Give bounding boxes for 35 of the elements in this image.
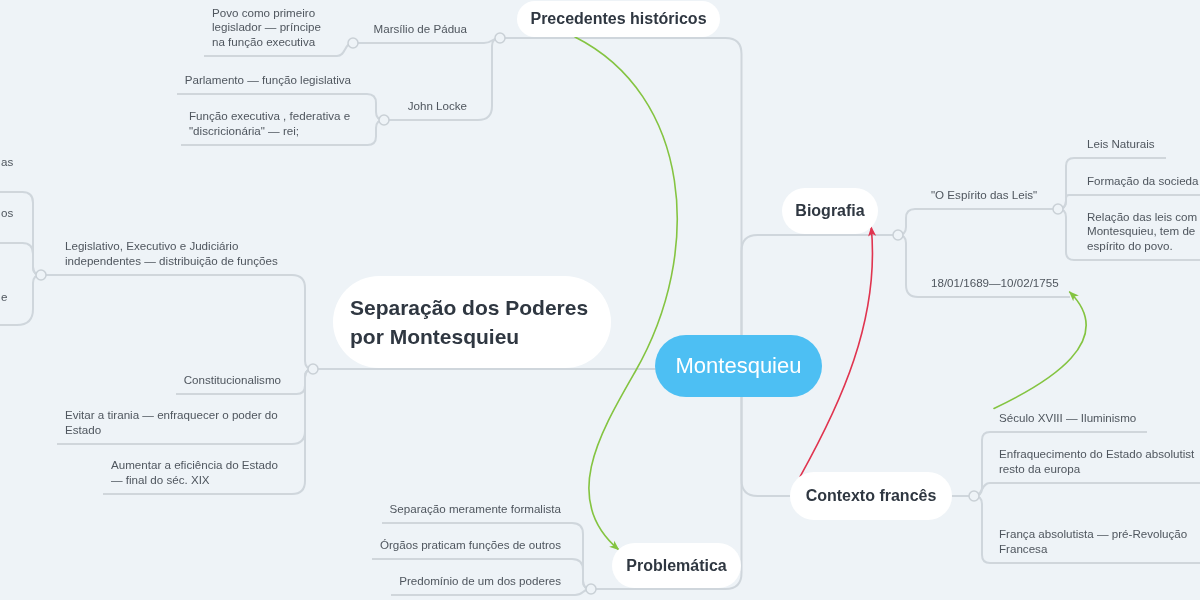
branch-line xyxy=(740,234,856,336)
subtopic-label: França absolutista — pré-Revolução Francesa xyxy=(990,525,1200,564)
subtopic-label: e xyxy=(0,287,17,326)
subtopic-label: Leis Naturais xyxy=(1074,134,1166,159)
main-topic: Separação dos Poderes por Montesquieu xyxy=(333,276,611,368)
subtopic-label: Aumentar a eficiência do Estado — final do séc. XIX xyxy=(103,456,292,495)
subtopic-label: Formação da socieda xyxy=(1074,171,1200,196)
subtopic-label: Legislativo, Executivo e Judiciário independentes — distribuição de funções xyxy=(57,237,292,276)
main-topic: Biografia xyxy=(782,188,878,234)
main-topic: Precedentes históricos xyxy=(517,1,720,37)
subtopic-label: Século XVIII — Iluminismo xyxy=(990,408,1148,433)
link-arrow xyxy=(574,36,678,551)
subtopic-label: Predomínio de um dos poderes xyxy=(391,571,572,596)
central-topic: Montesquieu xyxy=(655,335,822,397)
subtopic-label: Povo como primeiro legislador — príncipe na função executiva xyxy=(204,3,335,57)
link-arrow xyxy=(993,291,1087,410)
subtopic-label: Relação das leis com Montesquieu, tem de espírito do povo. xyxy=(1074,207,1200,261)
subtopic-label: Evitar a tirania — enfraquecer o poder do Estado xyxy=(57,406,292,445)
subtopic-label: John Locke xyxy=(399,96,478,121)
branch-line xyxy=(740,396,791,497)
subtopic-label: Parlamento — função legislativa xyxy=(176,70,362,95)
subtopic-label: Marsílio de Pádua xyxy=(365,19,478,44)
subtopic-label: as xyxy=(0,152,23,193)
link-arrow xyxy=(799,226,876,478)
subtopic-label: Separação meramente formalista xyxy=(381,499,572,524)
main-topic: Problemática xyxy=(612,543,741,588)
subtopic-label: "O Espírito das Leis" xyxy=(918,185,1049,210)
subtopic-label: Órgãos praticam funções de outros xyxy=(371,535,572,560)
branch-line xyxy=(334,42,367,57)
subtopic-label: Enfraquecimento do Estado absolutist resto da europa xyxy=(990,445,1200,484)
subtopic-label: os xyxy=(0,203,23,244)
subtopic-label: Função executiva , federativa e "discricionária" — rei; xyxy=(181,107,362,146)
main-topic: Contexto francês xyxy=(790,472,952,520)
subtopic-label: Constitucionalismo xyxy=(175,370,292,395)
subtopic-label: 18/01/1689—10/02/1755 xyxy=(918,273,1070,298)
